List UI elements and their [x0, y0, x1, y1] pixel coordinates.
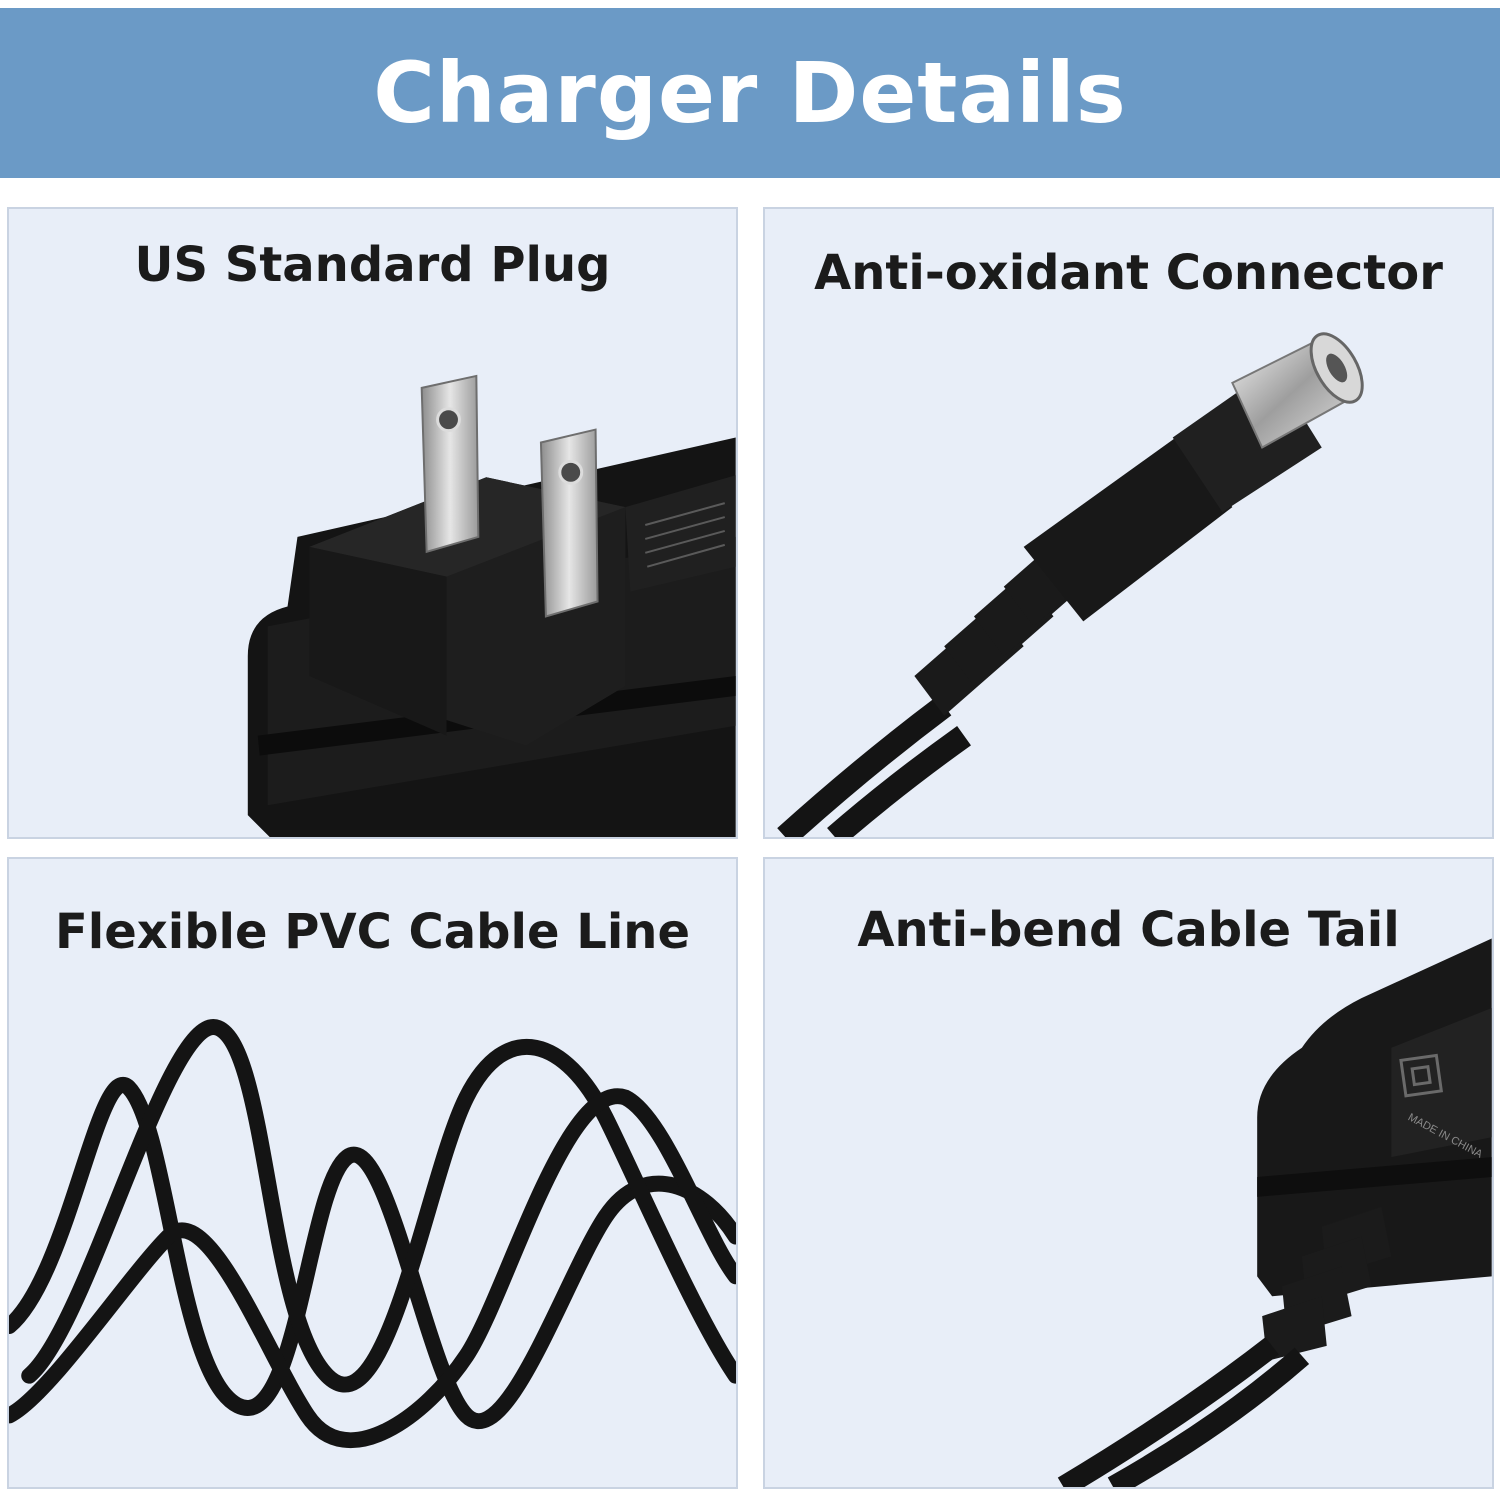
panel-anti-oxidant-connector: Anti-oxidant Connector [763, 207, 1494, 839]
header-banner: Charger Details [0, 8, 1500, 178]
prong-left [420, 374, 480, 554]
coiled-cable-image [9, 1019, 736, 1448]
caption-us-standard-plug: US Standard Plug [134, 237, 611, 293]
dc-connector-image [777, 332, 1364, 837]
panel-flexible-pvc-cable: Flexible PVC Cable Line [7, 857, 738, 1489]
panel-us-standard-plug: US Standard Plug [7, 207, 738, 839]
page-title: Charger Details [373, 44, 1127, 142]
cable-tail-image: MADE IN CHINA [1057, 938, 1492, 1487]
caption-anti-oxidant-connector: Anti-oxidant Connector [814, 245, 1443, 301]
panel-anti-bend-cable-tail: MADE IN CHINA Anti-bend Cable Tail [763, 857, 1494, 1489]
prong-right [539, 428, 599, 618]
caption-anti-bend-cable-tail: Anti-bend Cable Tail [857, 902, 1400, 958]
us-plug-image [247, 374, 736, 837]
caption-flexible-pvc-cable: Flexible PVC Cable Line [54, 904, 690, 960]
